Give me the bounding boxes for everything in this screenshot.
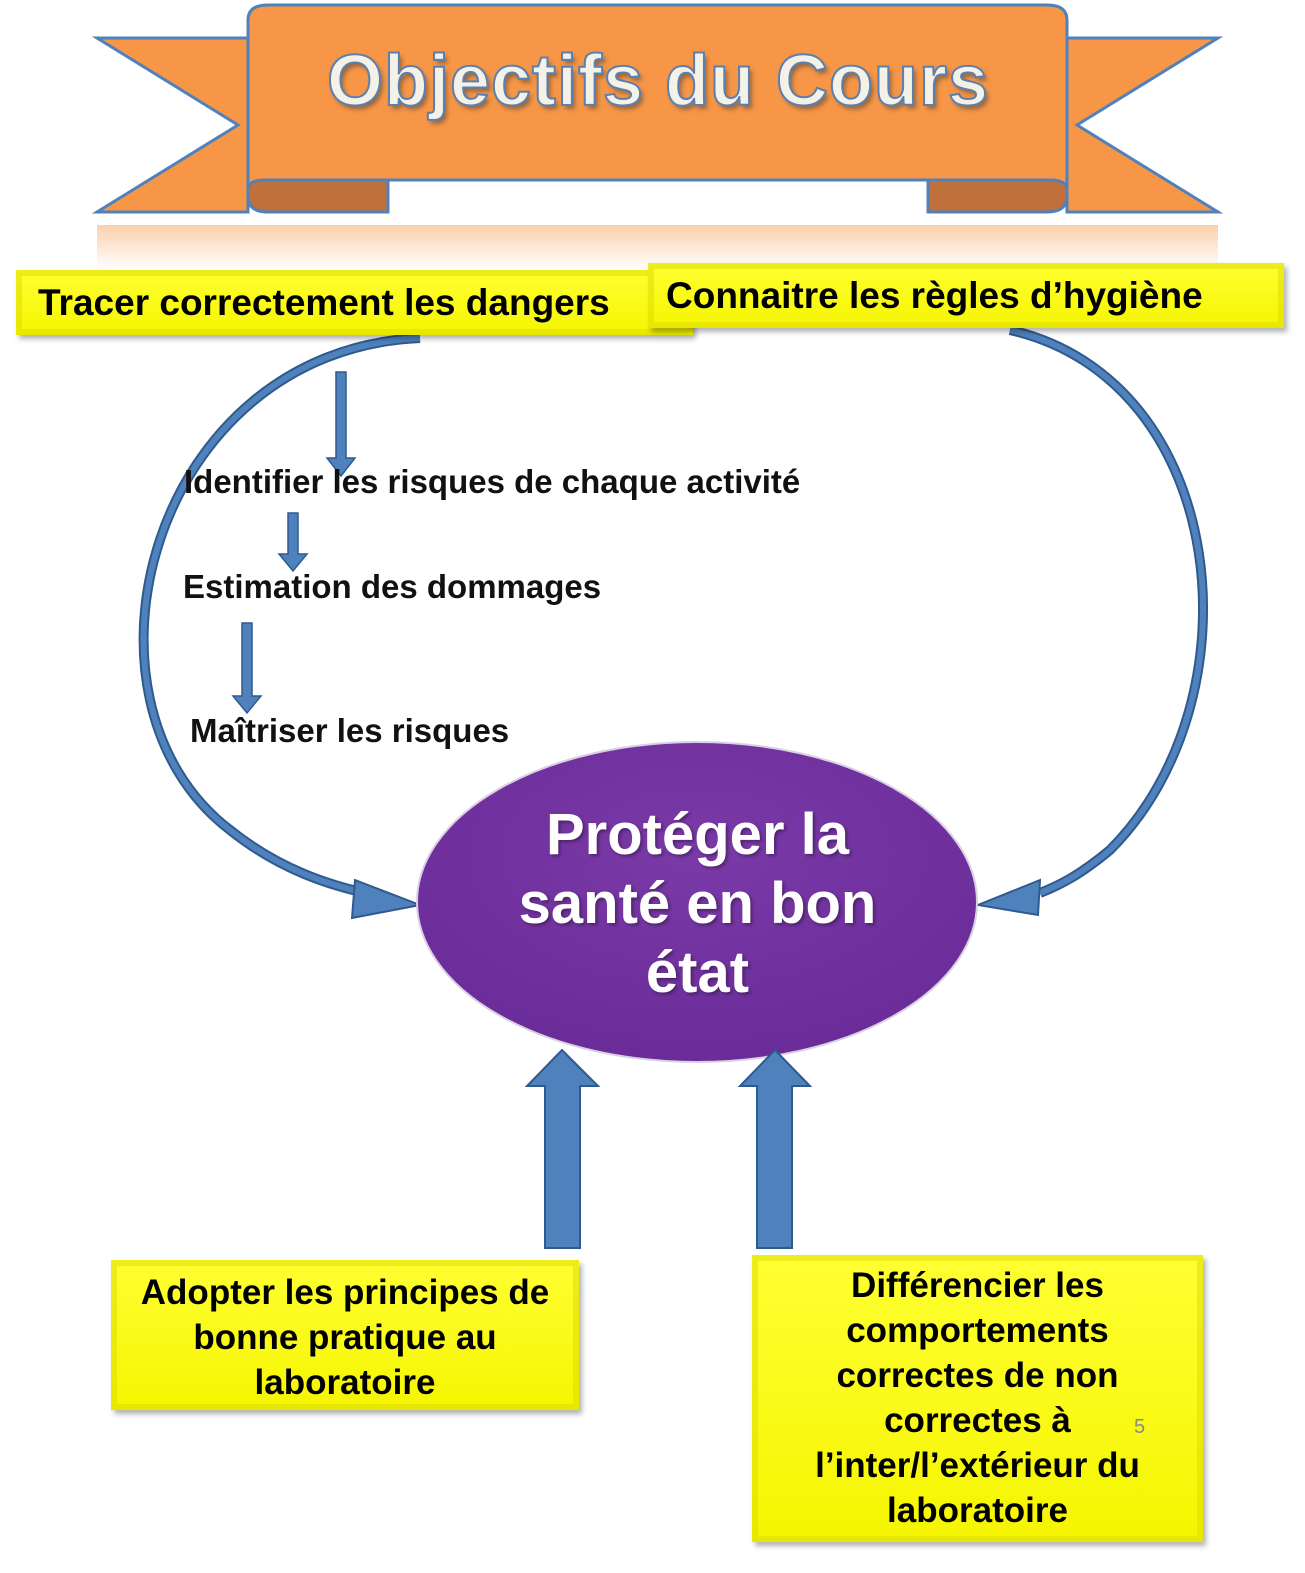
box-line: correctes de non xyxy=(836,1356,1119,1395)
objective-text: Tracer correctement les dangers xyxy=(38,282,610,323)
goal-line: Protéger la xyxy=(546,802,849,867)
left-loop-arrow xyxy=(138,333,424,920)
goal-text: Protéger la santé en bon état xyxy=(440,800,955,1007)
goal-ellipse xyxy=(416,741,978,1063)
down-arrow-icon xyxy=(277,512,309,573)
right-loop-arrow xyxy=(974,325,1208,917)
box-line: Adopter les principes de xyxy=(140,1273,550,1312)
objective-box-hygiene: Connaitre les règles d’hygiène xyxy=(648,263,1284,328)
down-arrow-icon xyxy=(325,371,357,478)
up-arrow-icon xyxy=(737,1048,813,1249)
box-line: bonne pratique au xyxy=(193,1318,497,1357)
box-line: Différencier les xyxy=(851,1266,1104,1305)
title-banner xyxy=(91,3,1224,270)
objective-box-behaviours: Différencier les comportements correctes… xyxy=(752,1255,1203,1542)
box-line: laboratoire xyxy=(887,1491,1068,1530)
step-control: Maîtriser les risques xyxy=(190,712,510,749)
down-arrow-icon xyxy=(231,622,263,715)
goal-line: état xyxy=(645,940,750,1005)
up-arrow-icon xyxy=(524,1048,601,1249)
box-line: comportements xyxy=(846,1311,1109,1350)
box-line: correctes à xyxy=(884,1401,1071,1440)
objective-text: Connaitre les règles d’hygiène xyxy=(666,275,1203,316)
step-identify: Identifier les risques de chaque activit… xyxy=(184,463,801,500)
goal-line: santé en bon xyxy=(518,871,877,936)
page-number: 5 xyxy=(1134,1416,1146,1438)
box-line: l’inter/l’extérieur du xyxy=(815,1446,1140,1485)
page-title: Objectifs du Cours xyxy=(326,40,990,122)
objective-box-good-practice: Adopter les principes de bonne pratique … xyxy=(111,1260,579,1410)
step-estimate: Estimation des dommages xyxy=(183,568,602,605)
box-line: laboratoire xyxy=(254,1363,436,1402)
objective-box-dangers: Tracer correctement les dangers xyxy=(16,270,693,335)
